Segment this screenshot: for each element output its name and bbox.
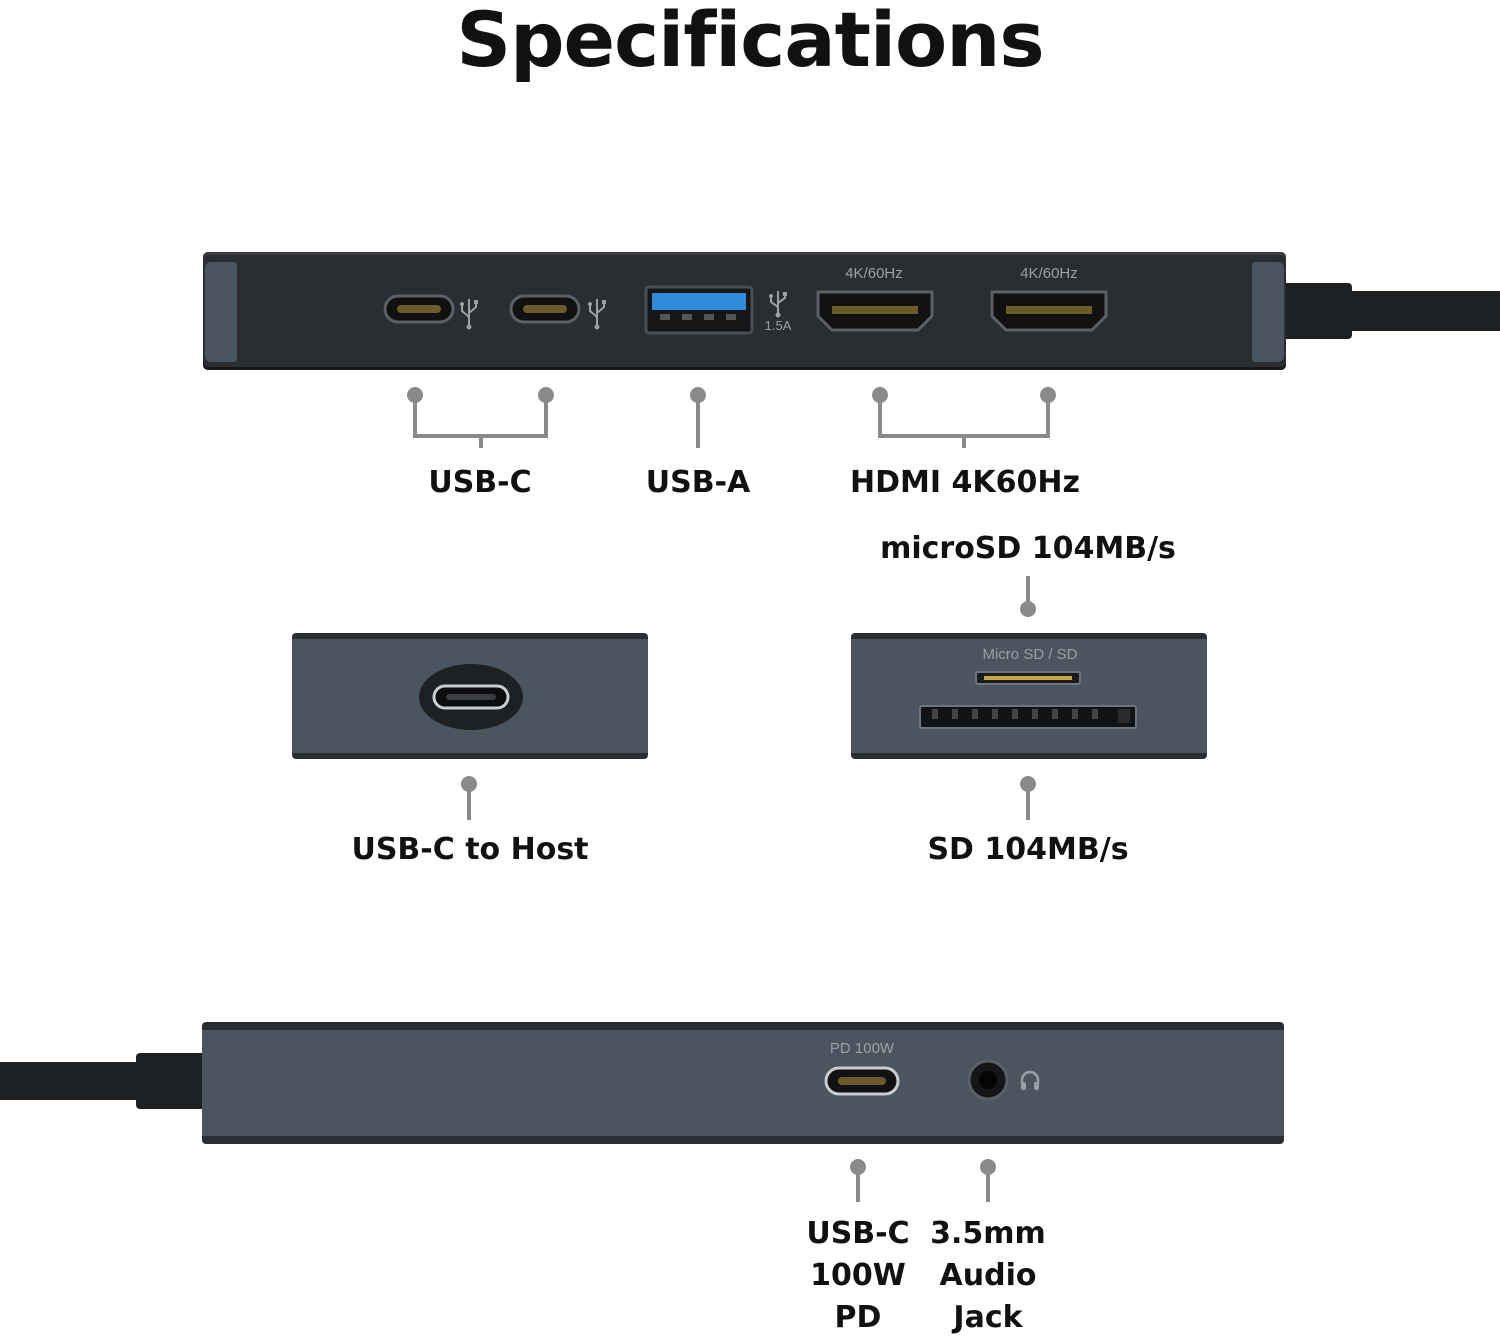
hdmi-port-2 — [990, 290, 1108, 332]
top-device-left-cap — [205, 262, 237, 362]
sd-slot — [919, 705, 1137, 729]
usb-icon — [460, 299, 478, 330]
pd-label: PD 100W — [829, 1040, 895, 1057]
usb-a-port — [644, 285, 754, 335]
top-cable — [1350, 291, 1500, 331]
bottom-cable — [0, 1062, 140, 1100]
usb-icon — [588, 299, 606, 330]
top-device-right-cap — [1252, 262, 1284, 362]
hdmi-callout: HDMI 4K60Hz — [850, 465, 1080, 500]
pd-usb-c-port — [824, 1066, 900, 1096]
usb-c-port-2 — [509, 294, 581, 324]
usb-a-current-label: 1.5A — [764, 318, 792, 333]
usb-icon — [769, 291, 787, 318]
card-reader-label: Micro SD / SD — [982, 646, 1078, 663]
card-reader-body — [851, 633, 1207, 759]
usb-c-port-1 — [383, 294, 455, 324]
usb-a-callout: USB-A — [645, 465, 751, 500]
hdmi-port-1 — [816, 290, 934, 332]
hdmi-2-label: 4K/60Hz — [1020, 265, 1078, 282]
top-cable-connector — [1280, 283, 1352, 339]
bottom-cable-connector — [136, 1053, 206, 1109]
bottom-device-body — [202, 1022, 1284, 1144]
audio-jack-port — [967, 1059, 1009, 1101]
usb-c-callout: USB-C — [428, 465, 532, 500]
page-title: Specifications — [456, 0, 1044, 84]
audio-jack-callout: 3.5mm Audio Jack — [930, 1216, 1046, 1335]
sd-callout: SD 104MB/s — [927, 832, 1129, 867]
host-usb-c-port — [419, 664, 523, 730]
hdmi-1-label: 4K/60Hz — [845, 265, 903, 282]
usb-c-host-callout: USB-C to Host — [351, 832, 589, 867]
microsd-slot — [975, 671, 1081, 685]
microsd-callout: microSD 104MB/s — [880, 531, 1176, 566]
usb-c-pd-callout: USB-C 100W PD — [806, 1216, 910, 1335]
headphone-icon — [1020, 1070, 1040, 1090]
